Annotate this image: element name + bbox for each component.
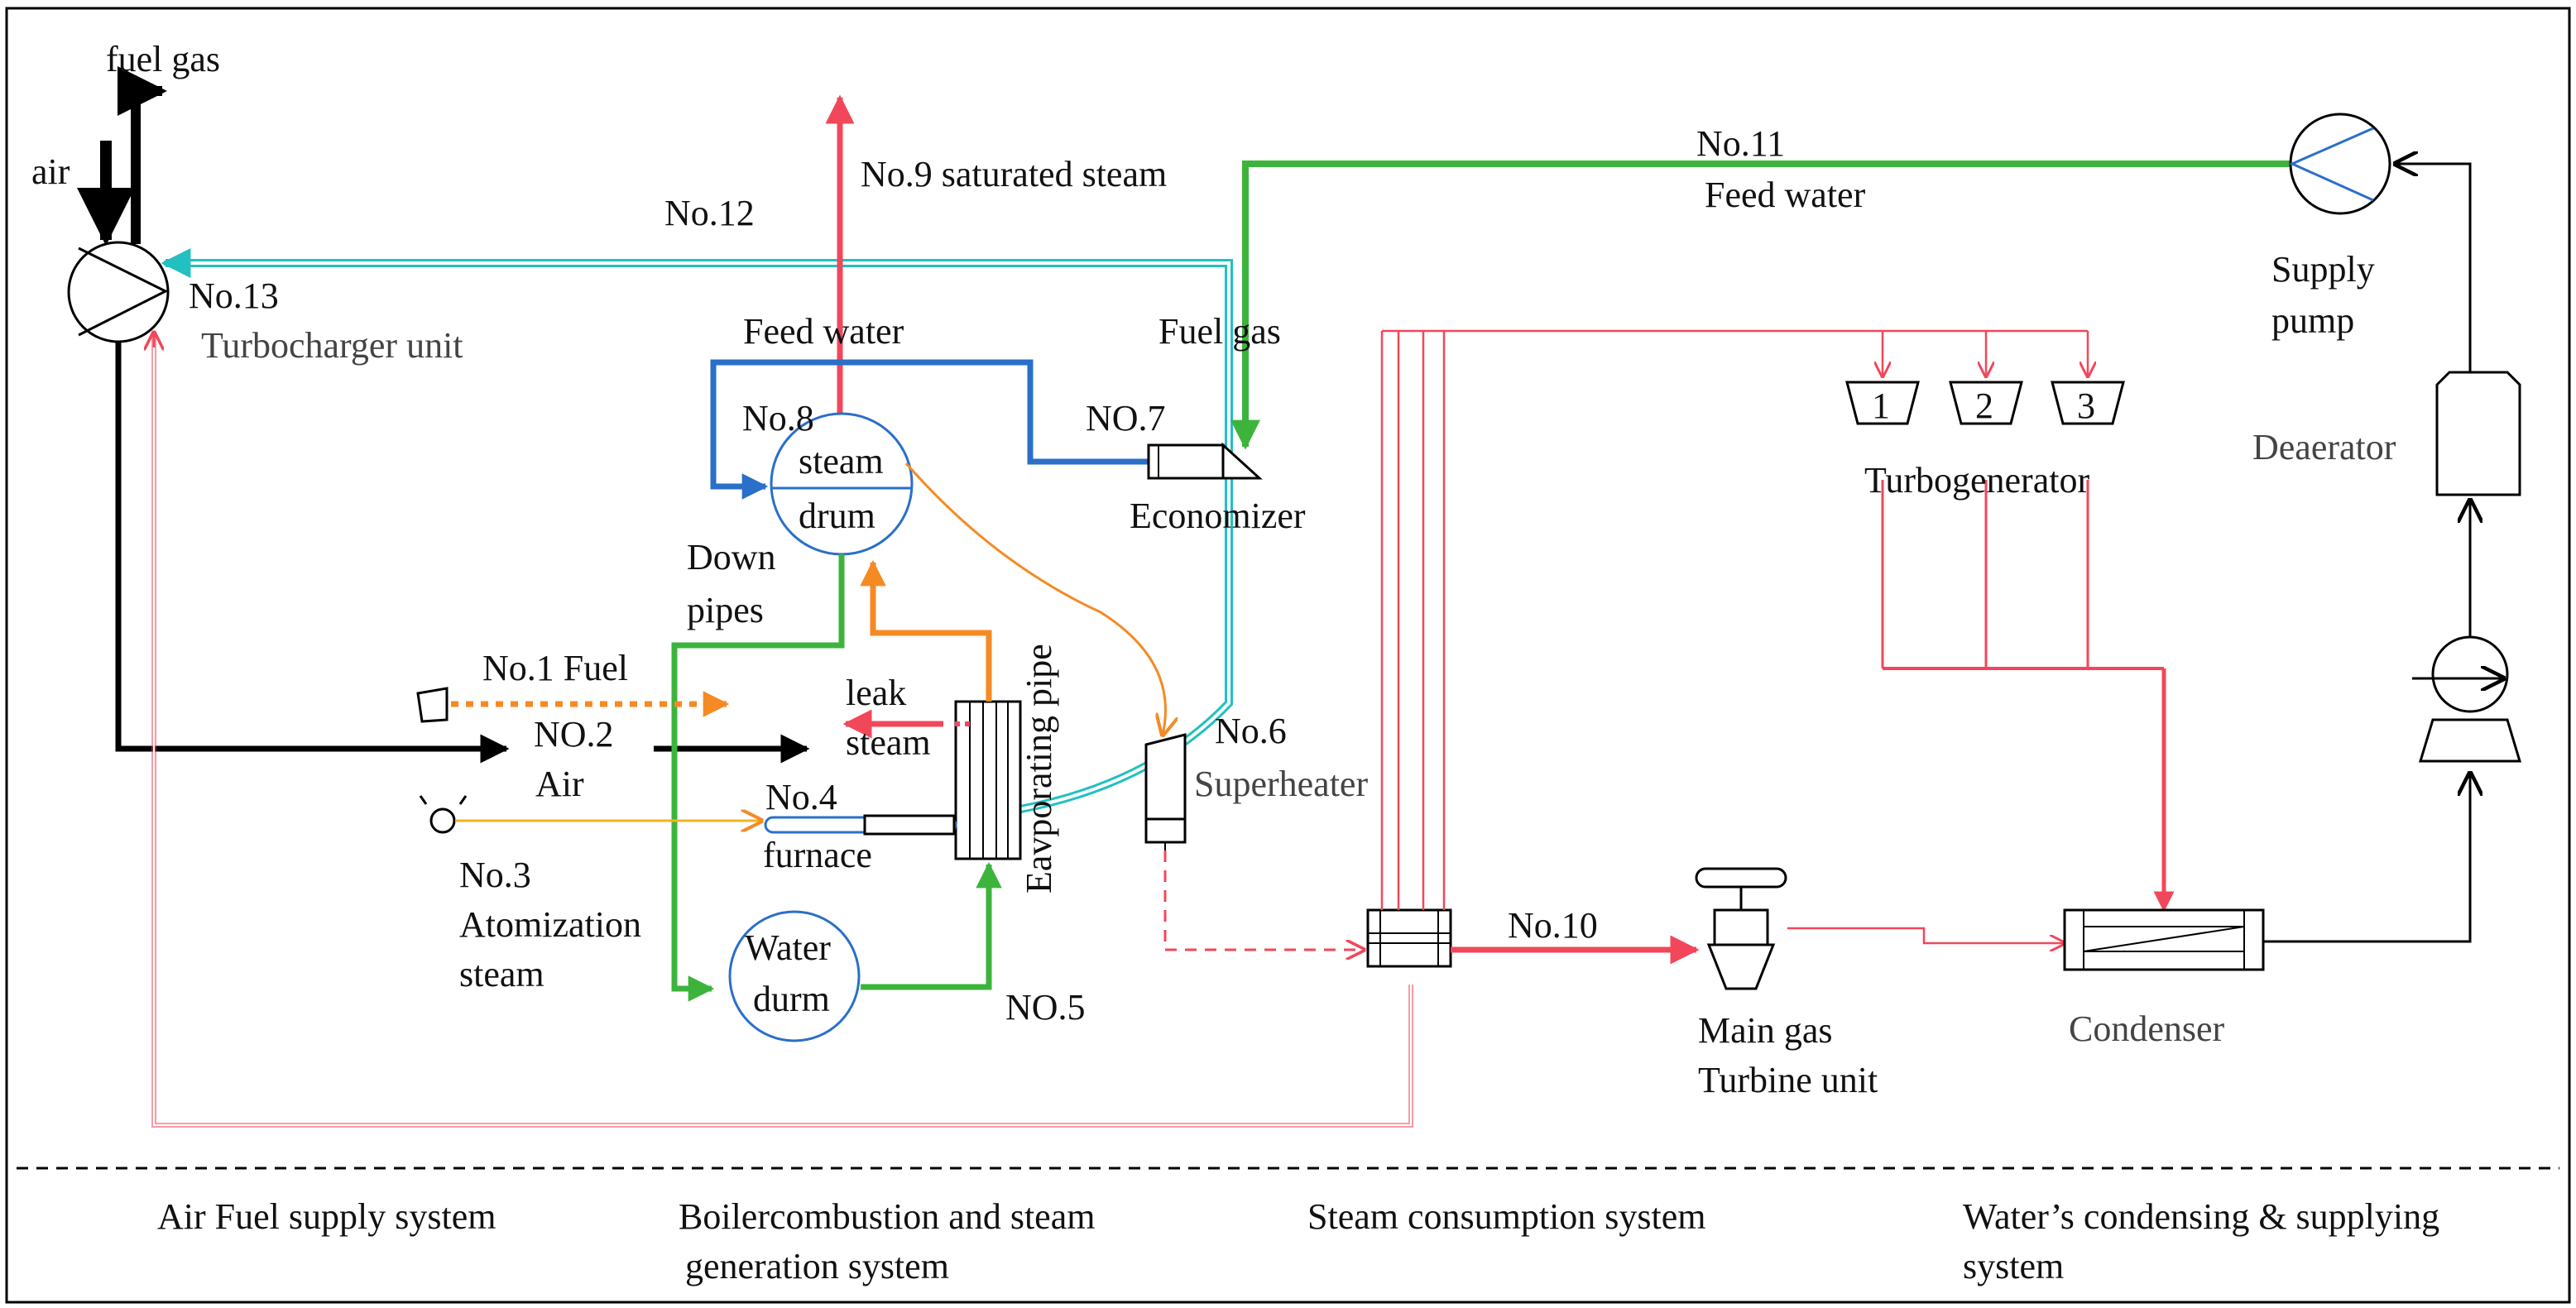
label-no6: No.6 (1215, 711, 1287, 751)
cyan-flue-gas-line (161, 248, 1233, 819)
condensate-line (2263, 774, 2470, 943)
label-no5: NO.5 (1005, 987, 1086, 1028)
label-no8: No.8 (742, 398, 814, 438)
label-drum: drum (799, 496, 875, 536)
label-no7: NO.7 (1086, 398, 1166, 438)
pink-return-line (154, 333, 1413, 1128)
section-water-1: Water’s condensing & supplying (1963, 1196, 2439, 1237)
label-tg2: 2 (1975, 386, 1993, 426)
label-evaporating-pipe: Eavporating pipe (1019, 644, 1059, 894)
steam-header-icon (1366, 908, 1452, 968)
orange-evap-to-drum (860, 559, 992, 702)
air-line-black (115, 342, 510, 764)
down-pipes-green-line (671, 554, 845, 1002)
section-steam-consumption: Steam consumption system (1307, 1196, 1706, 1237)
superheater-icon (1144, 733, 1187, 850)
label-economizer: Economizer (1130, 496, 1306, 536)
deaerator-icon (2435, 371, 2521, 496)
outer-frame (5, 7, 2571, 1304)
turbocharger-icon (67, 241, 170, 343)
label-no11: No.11 (1696, 123, 1785, 164)
label-deaerator: Deaerator (2252, 427, 2396, 467)
turbogenerator-1-icon (1845, 381, 1920, 425)
label-main-gas: Main gas (1698, 1010, 1833, 1051)
label-atomization: Atomization (459, 904, 641, 945)
riser-green-line (861, 861, 1002, 990)
economizer-icon (1147, 442, 1263, 480)
label-tg3: 3 (2077, 386, 2095, 426)
label-no9: No.9 saturated steam (861, 154, 1167, 194)
label-no12: No.12 (664, 193, 755, 233)
label-turbine-unit: Turbine unit (1698, 1060, 1878, 1100)
deaerator-to-supply-pump-line (2396, 164, 2472, 372)
turbogenerator-3-icon (2051, 381, 2125, 425)
turbogenerator-supply-lines (1380, 329, 2088, 910)
turbogenerator-2-icon (1949, 381, 2023, 425)
main-gas-turbine-icon (1695, 867, 1787, 990)
label-turbocharger: Turbocharger unit (201, 325, 463, 366)
label-no10: No.10 (1508, 905, 1598, 946)
label-down-pipes-1: Down (687, 537, 776, 577)
condensate-pump-icon (2412, 635, 2522, 763)
feed-water-green-line (1230, 161, 2291, 450)
label-supply-pump-1: Supply (2271, 249, 2375, 290)
label-no1-fuel: No.1 Fuel (482, 648, 628, 688)
label-condenser: Condenser (2069, 1009, 2225, 1049)
label-leak-steam: steam (846, 722, 931, 763)
label-no13: No.13 (189, 275, 279, 316)
label-feed-water-right: Feed water (1705, 175, 1866, 215)
label-no2: NO.2 (534, 714, 614, 755)
label-feed-water-drum: Feed water (743, 311, 904, 352)
label-leak: leak (846, 673, 906, 713)
label-air-in: air (31, 151, 70, 192)
label-atomization-steam: steam (459, 954, 544, 994)
water-drum-icon (728, 910, 861, 1042)
turbine-exhaust-line (1787, 927, 2065, 943)
label-down-pipes-2: pipes (687, 590, 764, 630)
label-fuel-gas-econ: Fuel gas (1158, 311, 1281, 352)
fuel-gas-outlet-arrow (118, 66, 167, 244)
furnace-icon (764, 814, 957, 836)
label-furnace: furnace (763, 835, 872, 875)
label-air: Air (535, 764, 584, 804)
section-boiler-1: Boilercombustion and steam (679, 1196, 1095, 1237)
feed-water-blue-line (710, 359, 1187, 500)
section-air-fuel: Air Fuel supply system (157, 1196, 496, 1237)
superheated-steam-dashed (1163, 850, 1364, 950)
label-durm: durm (753, 979, 830, 1019)
label-no3: No.3 (459, 855, 531, 895)
orange-steam-to-superheater (904, 462, 1165, 735)
section-boiler-2: generation system (685, 1246, 949, 1286)
label-no4: No.4 (765, 777, 837, 817)
label-turbogenerator: Turbogenerator (1864, 460, 2089, 501)
turbogenerator-exhaust-lines (1881, 480, 2175, 913)
section-water-2: system (1963, 1246, 2064, 1286)
label-water: Water (745, 927, 831, 968)
atomizer-icon (419, 795, 468, 834)
evaporating-pipe-icon (954, 700, 1022, 860)
label-tg1: 1 (1872, 386, 1890, 426)
label-superheater: Superheater (1194, 764, 1368, 804)
fuel-nozzle-icon (416, 687, 449, 723)
label-fuel-gas-out: fuel gas (106, 39, 220, 79)
label-steam: steam (799, 441, 884, 482)
label-supply-pump-2: pump (2271, 300, 2354, 341)
condenser-icon (2063, 908, 2265, 971)
supply-pump-icon (2289, 113, 2391, 215)
